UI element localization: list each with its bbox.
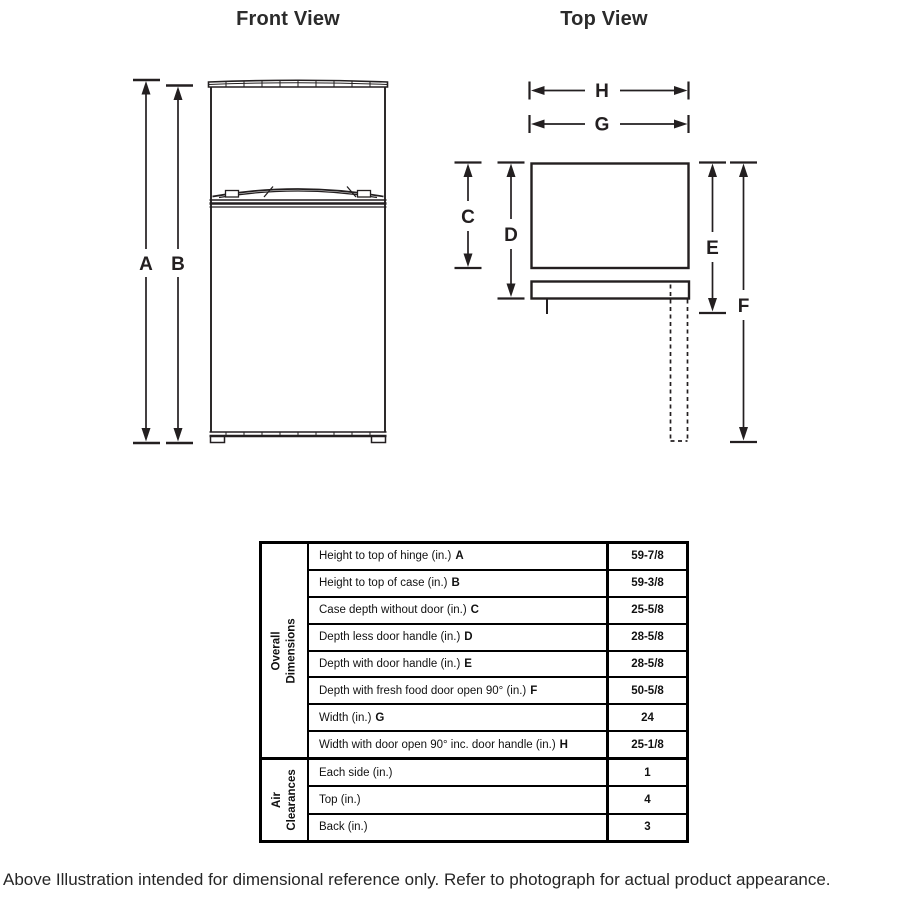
- dim-arrow-g: G: [528, 115, 690, 136]
- table-row: Depth with door handle (in.)E 28-5/8: [309, 649, 686, 677]
- table-row: Width (in.)G 24: [309, 703, 686, 731]
- row-dim-letter: E: [464, 658, 472, 670]
- table-row: Height to top of case (in.)B 59-3/8: [309, 568, 686, 596]
- table-row: Case depth without door (in.)C 25-5/8: [309, 595, 686, 623]
- dim-label-g: G: [595, 115, 610, 136]
- top-view-drawing: H G: [454, 81, 757, 444]
- door-divider: [209, 199, 387, 208]
- section-header-air-clearances: Air Clearances: [262, 760, 309, 840]
- row-dim-letter: A: [455, 550, 464, 563]
- row-label: Width with door open 90° inc. door handl…: [319, 738, 556, 751]
- dimension-diagram: A B: [133, 78, 757, 445]
- row-label: Depth less door handle (in.): [319, 631, 461, 644]
- row-label: Each side (in.): [319, 766, 393, 779]
- fridge-base: [209, 431, 387, 444]
- dim-arrow-e: E: [699, 161, 726, 315]
- dim-arrow-d: D: [497, 161, 525, 300]
- dim-arrow-a: A: [133, 78, 160, 445]
- row-value: 4: [606, 787, 686, 813]
- row-value: 3: [606, 814, 686, 840]
- freezer-door-handle: [212, 186, 384, 199]
- row-value: 28-5/8: [606, 624, 686, 650]
- case-top-outline: [530, 162, 690, 270]
- row-value: 59-3/8: [606, 570, 686, 596]
- row-dim-letter: G: [375, 711, 385, 724]
- table-section-air-clearances: Air Clearances Each side (in.) 1 Top (in…: [262, 757, 686, 840]
- disclaimer-caption: Above Illustration intended for dimensio…: [3, 870, 831, 889]
- dim-label-b: B: [171, 254, 185, 275]
- row-value: 50-5/8: [606, 678, 686, 704]
- row-label: Width (in.): [319, 711, 372, 724]
- row-dim-letter: C: [470, 604, 479, 617]
- dim-arrow-f: F: [730, 161, 757, 444]
- door-top-outline: [530, 280, 691, 300]
- section-header-overall-dimensions: Overall Dimensions: [262, 544, 309, 758]
- table-row: Back (in.) 3: [309, 812, 686, 840]
- dimensions-table: Overall Dimensions Height to top of hing…: [259, 541, 689, 843]
- row-value: 25-1/8: [606, 732, 686, 758]
- front-view-title: Front View: [236, 8, 340, 30]
- dim-arrow-c: C: [454, 161, 482, 270]
- table-row: Width with door open 90° inc. door handl…: [309, 730, 686, 758]
- fridge-front-outline: [207, 79, 389, 444]
- fridge-foot-right: [370, 435, 387, 444]
- row-dim-letter: B: [451, 577, 460, 590]
- dim-label-h: H: [595, 81, 609, 102]
- dim-label-f: F: [738, 296, 750, 317]
- top-cap-ticks: [225, 80, 371, 87]
- table-row: Each side (in.) 1: [309, 760, 686, 786]
- row-label: Height to top of hinge (in.): [319, 550, 452, 563]
- dim-arrow-b: B: [166, 84, 193, 445]
- row-label: Case depth without door (in.): [319, 604, 467, 617]
- table-row: Depth less door handle (in.)D 28-5/8: [309, 622, 686, 650]
- dim-label-e: E: [706, 238, 719, 259]
- row-value: 28-5/8: [606, 651, 686, 677]
- row-label: Top (in.): [319, 794, 361, 807]
- row-value: 59-7/8: [606, 544, 686, 569]
- row-value: 1: [606, 760, 686, 786]
- row-value: 24: [606, 705, 686, 731]
- door-open-dashed-outline: [669, 284, 689, 442]
- row-dim-letter: F: [530, 684, 538, 697]
- row-value: 25-5/8: [606, 597, 686, 623]
- row-dim-letter: D: [464, 631, 473, 644]
- row-dim-letter: H: [559, 738, 568, 751]
- table-row: Height to top of hinge (in.)A 59-7/8: [309, 544, 686, 569]
- fridge-sides: [210, 87, 386, 432]
- dim-label-c: C: [461, 207, 475, 228]
- dim-arrow-h: H: [528, 81, 690, 102]
- table-section-overall-dimensions: Overall Dimensions Height to top of hing…: [262, 544, 686, 758]
- front-view-drawing: A B: [133, 78, 389, 445]
- dim-label-a: A: [139, 254, 153, 275]
- row-label: Height to top of case (in.): [319, 577, 448, 590]
- fridge-foot-left: [209, 435, 226, 444]
- dim-label-d: D: [504, 225, 518, 246]
- table-row: Top (in.) 4: [309, 785, 686, 813]
- row-label: Depth with fresh food door open 90° (in.…: [319, 684, 527, 697]
- top-view-title: Top View: [560, 8, 648, 30]
- row-label: Back (in.): [319, 821, 368, 834]
- table-row: Depth with fresh food door open 90° (in.…: [309, 676, 686, 704]
- base-ticks: [225, 432, 371, 436]
- row-label: Depth with door handle (in.): [319, 658, 461, 670]
